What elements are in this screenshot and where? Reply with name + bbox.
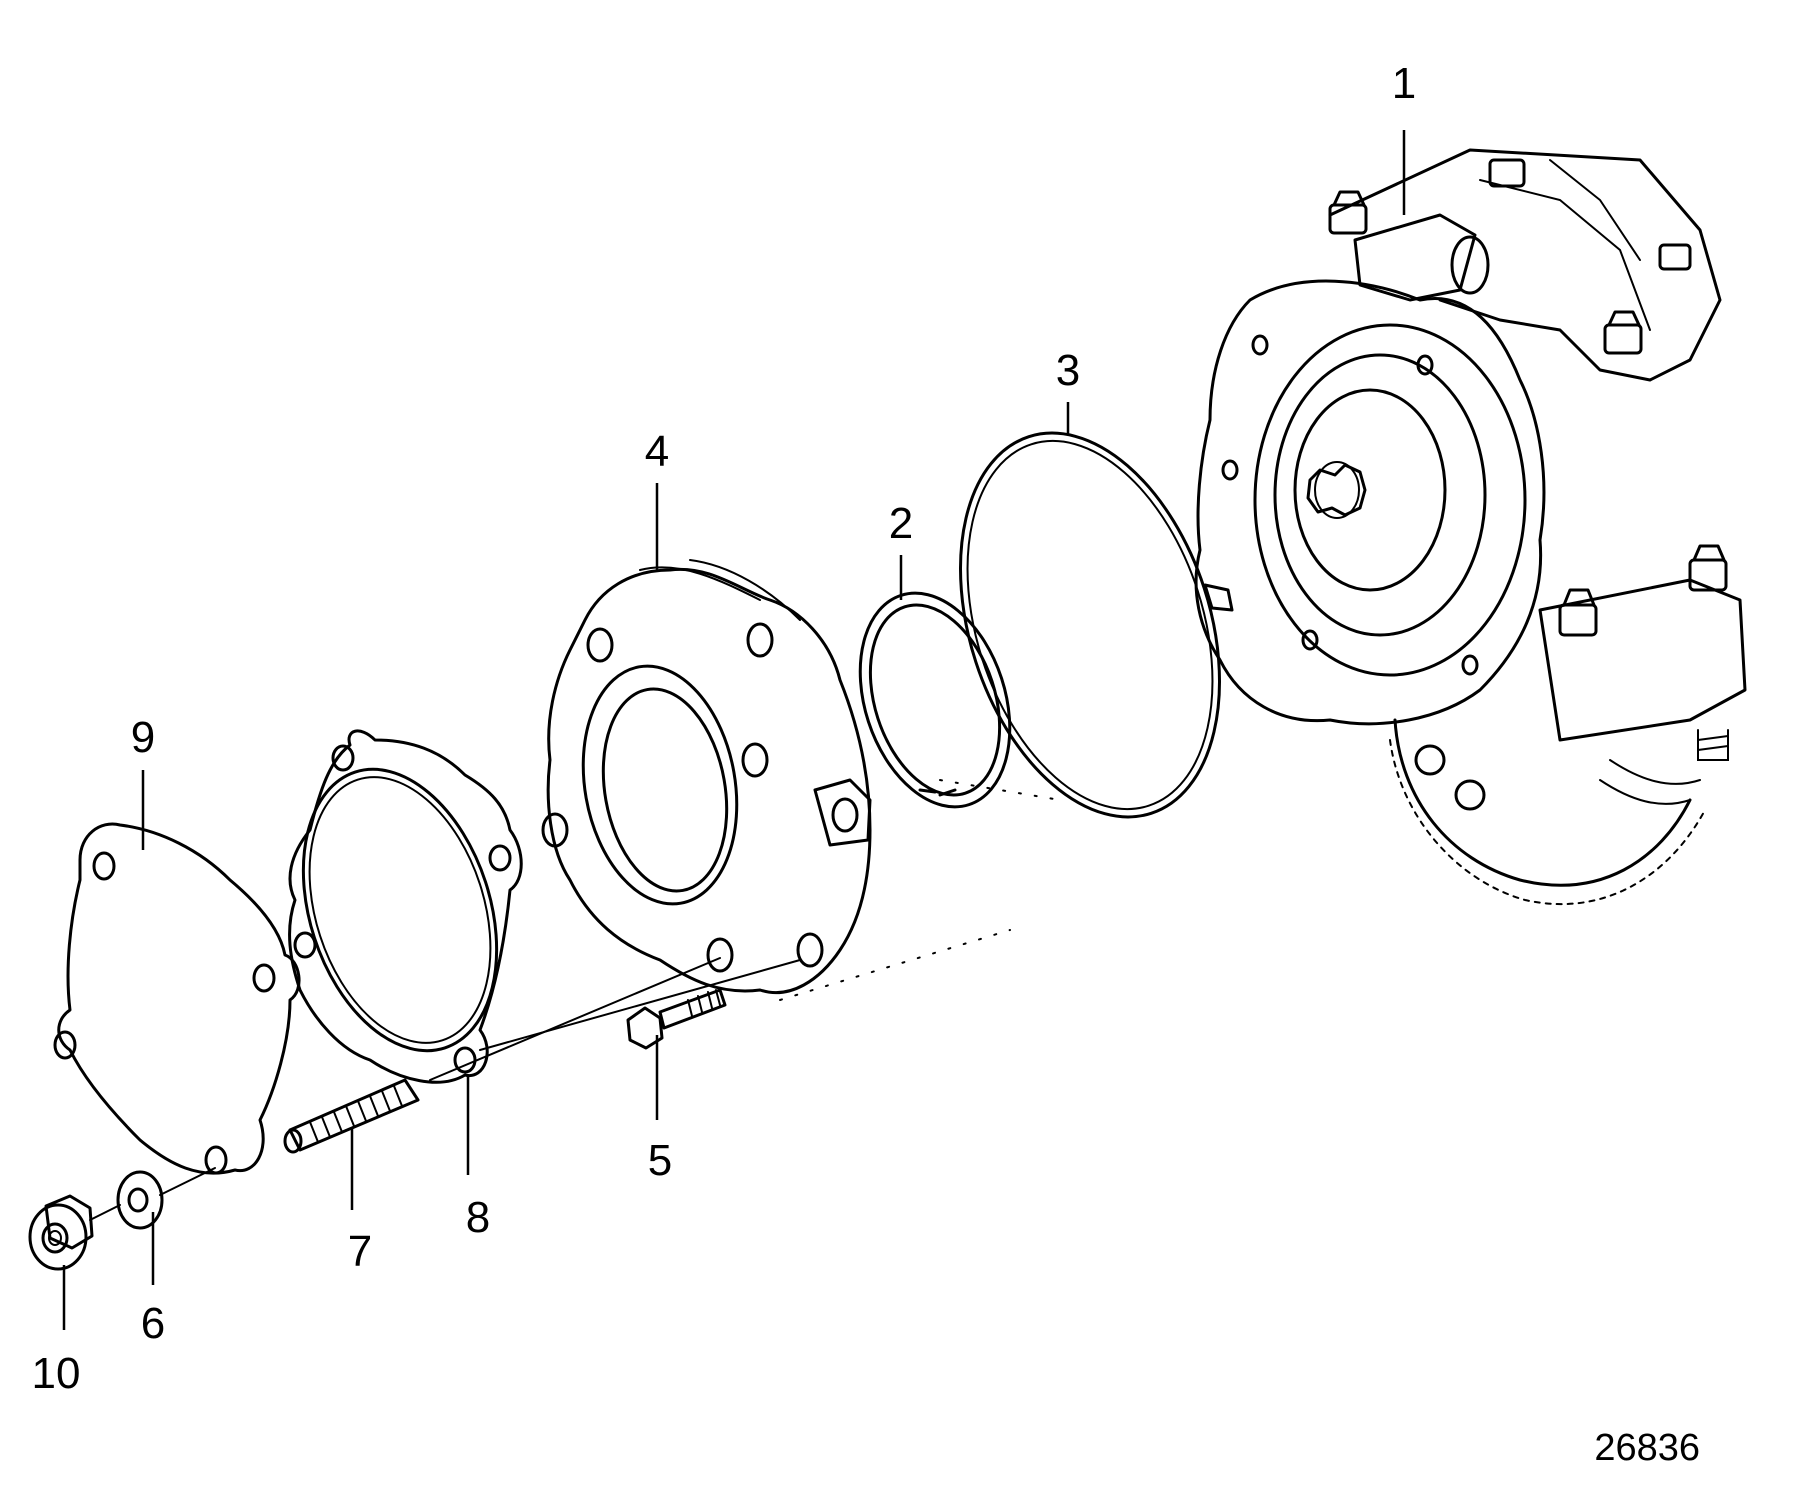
callout-8: 8 (466, 1193, 490, 1242)
part-2-retaining-ring (858, 591, 1012, 809)
part-10-flange-nut (28, 1194, 94, 1271)
figure-number: 26836 (1594, 1427, 1700, 1469)
callout-3: 3 (1056, 346, 1080, 395)
callout-6: 6 (141, 1299, 165, 1348)
part-9-cover-plate (53, 822, 301, 1175)
callout-labels: 1 2 3 4 5 6 7 8 9 10 (32, 59, 1417, 1398)
leader-lines (62, 130, 1406, 1330)
part-1-pump-housing (1194, 148, 1747, 905)
part-7-stud (283, 1078, 420, 1154)
part-3-large-o-ring (959, 431, 1234, 819)
callout-4: 4 (645, 427, 669, 476)
callout-1: 1 (1392, 59, 1416, 108)
part-6-washer (116, 1170, 164, 1230)
callout-9: 9 (131, 713, 155, 762)
callout-10: 10 (32, 1349, 81, 1398)
callout-7: 7 (348, 1227, 372, 1276)
part-4-pump-cover (541, 559, 872, 995)
part-5-bolt (626, 988, 727, 1050)
callout-2: 2 (889, 499, 913, 548)
assembly-axis-lines (89, 779, 1061, 1221)
part-8-gasket (288, 729, 523, 1084)
callout-5: 5 (648, 1136, 672, 1185)
